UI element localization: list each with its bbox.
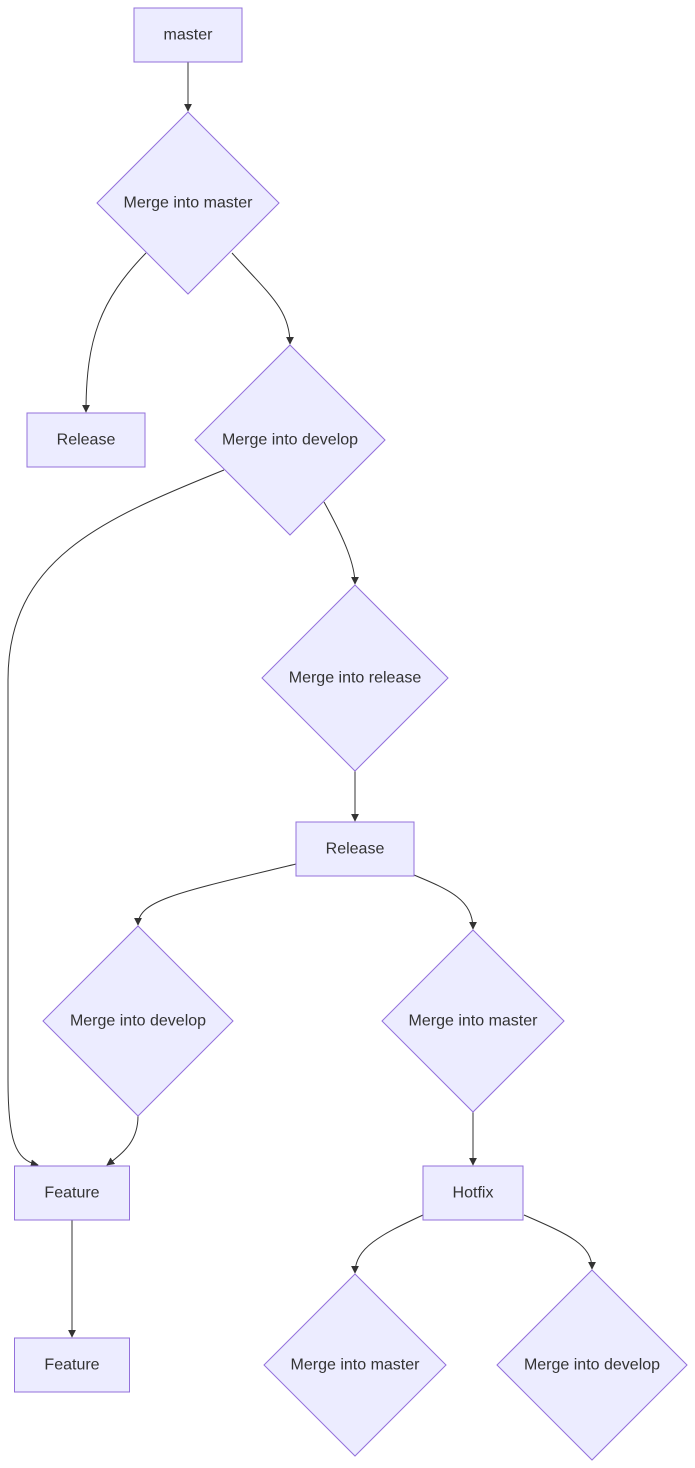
- node-label: Release: [57, 432, 116, 449]
- process-node-n6: Release: [295, 821, 415, 877]
- decision-node-n13: Merge into develop: [496, 1269, 688, 1461]
- edge-n2-n3: [82, 252, 147, 413]
- node-label: Merge into master: [291, 1357, 421, 1374]
- diamond-shape: [96, 111, 280, 295]
- edge-n7-n9: [106, 1115, 139, 1166]
- diamond-shape: [261, 584, 449, 772]
- rect-shape: [295, 821, 415, 877]
- edge-n4-n5: [323, 501, 359, 585]
- diamond-shape: [42, 925, 234, 1117]
- process-node-n11: Feature: [14, 1337, 130, 1393]
- node-label: Merge into develop: [524, 1357, 660, 1374]
- node-label: Release: [326, 841, 385, 858]
- decision-node-n2: Merge into master: [96, 111, 280, 295]
- edges-layer: [7, 62, 596, 1338]
- node-label: Merge into master: [409, 1013, 539, 1030]
- decision-node-n5: Merge into release: [261, 584, 449, 772]
- edge-n10-n12: [351, 1214, 424, 1274]
- rect-shape: [133, 7, 243, 63]
- node-label: Merge into master: [124, 195, 254, 212]
- diamond-shape: [381, 929, 565, 1113]
- diamond-shape: [194, 344, 386, 536]
- process-node-n10: Hotfix: [422, 1165, 524, 1221]
- edge-n2-n4: [231, 252, 294, 345]
- decision-node-n8: Merge into master: [381, 929, 565, 1113]
- process-node-n9: Feature: [14, 1165, 130, 1221]
- decision-node-n7: Merge into develop: [42, 925, 234, 1117]
- process-node-n1: master: [133, 7, 243, 63]
- node-label: Hotfix: [453, 1185, 494, 1202]
- edge-n10-n13: [523, 1214, 596, 1270]
- diamond-shape: [263, 1273, 447, 1457]
- rect-shape: [14, 1165, 130, 1221]
- decision-node-n12: Merge into master: [263, 1273, 447, 1457]
- rect-shape: [422, 1165, 524, 1221]
- decision-node-n4: Merge into develop: [194, 344, 386, 536]
- node-label: Merge into release: [289, 670, 422, 687]
- edge-n6-n7: [134, 863, 297, 926]
- node-label: Feature: [44, 1357, 99, 1374]
- node-label: Feature: [44, 1185, 99, 1202]
- node-label: master: [164, 27, 214, 44]
- edge-n4-n9: [7, 469, 225, 1168]
- rect-shape: [14, 1337, 130, 1393]
- rect-shape: [26, 412, 146, 468]
- node-label: Merge into develop: [222, 432, 358, 449]
- edge-n6-n8: [413, 874, 477, 930]
- process-node-n3: Release: [26, 412, 146, 468]
- diamond-shape: [496, 1269, 688, 1461]
- node-label: Merge into develop: [70, 1013, 206, 1030]
